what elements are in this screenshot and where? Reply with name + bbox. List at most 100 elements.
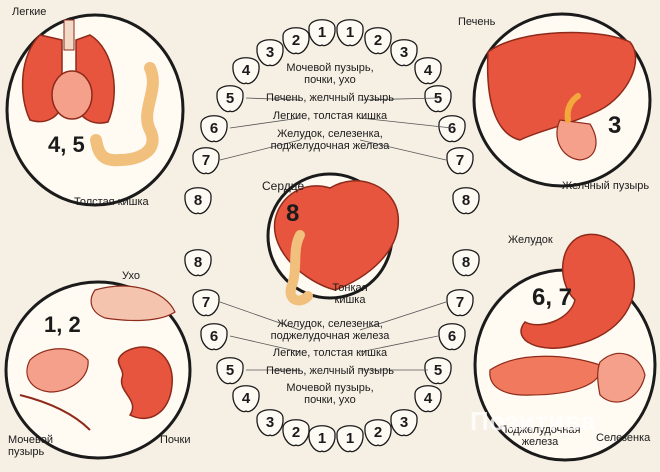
tooth-lower-10: 4 [414, 385, 442, 413]
tooth-lower-11: 3 [256, 409, 284, 437]
lungs-tooth-numbers: 4, 5 [48, 132, 85, 157]
tooth-number: 8 [194, 192, 202, 209]
watermark: Позитива [470, 406, 596, 436]
lower-label-bladder-kidneys-ear: Мочевой пузырь, почки, ухо [286, 382, 374, 406]
tooth-outline [308, 19, 336, 47]
tooth-number: 5 [434, 362, 442, 379]
tooth-number: 4 [242, 62, 251, 79]
tooth-lower-13: 2 [282, 419, 310, 447]
leader-line [219, 301, 301, 331]
tooth-upper-11: 6 [200, 115, 228, 143]
leader-line [229, 117, 301, 129]
kidney-label: Почки [160, 434, 191, 446]
stomach-tooth-numbers: 6, 7 [532, 284, 573, 311]
liver-label: Печень [458, 16, 496, 28]
tooth-upper-7: 4 [232, 57, 260, 85]
tooth-number: 4 [424, 390, 433, 407]
tooth-lower-15: 1 [308, 425, 336, 453]
kidney-illustration [117, 346, 173, 420]
tooth-outline [256, 409, 284, 437]
tooth-upper-6: 3 [390, 39, 418, 67]
tooth-outline [364, 27, 392, 55]
tooth-outline [336, 425, 364, 453]
tooth-upper-12: 6 [438, 115, 466, 143]
tooth-number: 3 [400, 44, 408, 61]
tooth-upper-8: 4 [414, 57, 442, 85]
tooth-outline [192, 147, 220, 175]
heart-label: Сердце [262, 179, 305, 193]
leader-line [229, 335, 301, 353]
tooth-outline [424, 357, 452, 385]
tooth-lower-9: 4 [232, 385, 260, 413]
tooth-upper-3: 2 [282, 27, 310, 55]
tooth-lower-12: 3 [390, 409, 418, 437]
tooth-number: 3 [400, 414, 408, 431]
spleen-label: Селезенка [596, 432, 651, 444]
tooth-number: 8 [194, 254, 202, 271]
tooth-upper-4: 2 [364, 27, 392, 55]
liver-illustration [486, 31, 637, 141]
tooth-outline [452, 187, 480, 215]
tooth-number: 1 [318, 24, 326, 41]
tooth-outline [308, 425, 336, 453]
tooth-outline [192, 289, 220, 317]
small-intestine-label: Тонкая кишка [332, 282, 368, 306]
lungs-illustration [21, 19, 115, 124]
spleen-illustration [597, 352, 646, 403]
tooth-outline [184, 187, 212, 215]
tooth-lower-3: 7 [192, 289, 220, 317]
tooth-number: 2 [292, 32, 300, 49]
colon-illustration [90, 62, 159, 167]
tooth-lower-7: 5 [216, 357, 244, 385]
tooth-number: 6 [448, 120, 456, 137]
tooth-lower-8: 5 [424, 357, 452, 385]
stomach-label: Желудок [508, 234, 553, 246]
tooth-upper-16: 8 [452, 187, 480, 215]
lower-label-liver-gallbladder: Печень, желчный пузырь [266, 365, 394, 377]
tooth-number: 4 [242, 390, 251, 407]
tooth-outline [200, 115, 228, 143]
tooth-outline [452, 249, 480, 277]
small-intestine-illustration [285, 230, 313, 306]
tooth-outline [390, 409, 418, 437]
tooth-number: 5 [434, 90, 442, 107]
tooth-lower-2: 8 [452, 249, 480, 277]
tooth-outline [216, 85, 244, 113]
tooth-number: 7 [202, 294, 210, 311]
tooth-number: 2 [292, 424, 300, 441]
heart-tooth-numbers: 8 [286, 200, 300, 227]
lower-label-stomach-spleen-pancreas: Желудок, селезенка, поджелудочная железа [270, 318, 390, 342]
gallbladder-illustration [556, 93, 597, 161]
tooth-outline [282, 27, 310, 55]
colon-label: Толстая кишка [74, 196, 149, 208]
tooth-outline [200, 323, 228, 351]
pancreas-illustration [489, 355, 601, 396]
lower-label-lungs-colon: Легкие, толстая кишка [272, 347, 388, 359]
leader-line [219, 139, 301, 161]
tooth-number: 7 [456, 152, 464, 169]
tooth-lower-14: 2 [364, 419, 392, 447]
tooth-number: 4 [424, 62, 433, 79]
upper-label-stomach-spleen-pancreas: Желудок, селезенка, поджелудочная железа [270, 128, 390, 152]
tooth-upper-1: 1 [308, 19, 336, 47]
tooth-outline [256, 39, 284, 67]
heart-illustration [273, 180, 399, 291]
tooth-number: 5 [226, 90, 234, 107]
tooth-lower-6: 6 [438, 323, 466, 351]
tooth-lower-4: 7 [446, 289, 474, 317]
tooth-number: 6 [210, 328, 218, 345]
tooth-number: 3 [266, 44, 274, 61]
tooth-upper-9: 5 [216, 85, 244, 113]
tooth-outline [232, 57, 260, 85]
tooth-number: 6 [448, 328, 456, 345]
tooth-number: 1 [346, 24, 354, 41]
tooth-outline [446, 147, 474, 175]
tooth-outline [364, 419, 392, 447]
tooth-upper-10: 5 [424, 85, 452, 113]
tooth-outline [390, 39, 418, 67]
tooth-outline [446, 289, 474, 317]
tooth-number: 7 [456, 294, 464, 311]
tooth-number: 5 [226, 362, 234, 379]
tooth-number: 8 [462, 254, 470, 271]
